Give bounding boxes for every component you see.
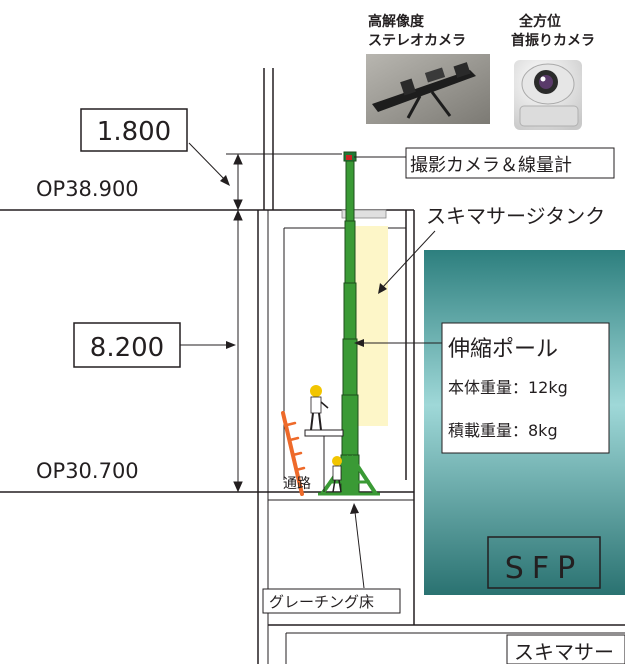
passage-label: 通路 <box>283 476 311 492</box>
grating-floor-box <box>262 588 401 614</box>
ptz-camera-label-2: 首振りカメラ <box>511 32 595 49</box>
orange-ladder <box>281 411 306 496</box>
sfp-label: SFP <box>505 551 583 586</box>
ptz-camera-label-1: 全方位 <box>518 13 561 30</box>
tank-top-flange <box>341 209 387 219</box>
dimension-top-box <box>80 108 188 152</box>
skimmer-tank-leader <box>381 230 436 289</box>
skimmer-tank-fill <box>352 226 388 426</box>
dimension-middle-value: 8.200 <box>90 333 164 363</box>
dimension-top-leader <box>188 142 229 184</box>
stereo-camera-label-1: 高解像度 <box>368 13 425 30</box>
dimension-middle-arrow <box>226 341 236 349</box>
skimmer-tank-label: スキマサージタンク <box>426 204 605 228</box>
grating-arrow <box>350 503 359 514</box>
dimension-lines <box>226 153 342 493</box>
dimension-top-arrow <box>220 175 230 186</box>
worker-upper <box>310 385 329 431</box>
pole-spec-title: 伸縮ポール <box>448 337 558 362</box>
skimmer-bottom-box <box>506 634 625 664</box>
dimension-middle-box <box>73 322 181 368</box>
telescopic-pole <box>340 151 360 494</box>
skimmer-tank-cone <box>352 380 388 426</box>
camera-meter-label: 撮影カメラ＆線量計 <box>410 155 572 176</box>
pole-body-weight: 本体重量：12kg <box>448 378 568 397</box>
pole-spec-box <box>441 322 610 454</box>
camera-meter-box <box>405 147 615 179</box>
elevation-lower: OP30.700 <box>36 459 139 483</box>
pole-spec-arrow <box>354 339 364 347</box>
work-platform <box>304 429 344 437</box>
pole-payload-weight: 積載重量：8kg <box>448 421 558 440</box>
sfp-label-box <box>487 536 601 589</box>
stereo-camera-label-2: ステレオカメラ <box>368 33 466 49</box>
skimmer-bottom-label: スキマサー <box>514 640 614 664</box>
dimension-top-value: 1.800 <box>97 117 171 147</box>
stereo-camera-photo <box>366 54 490 124</box>
elevation-upper: OP38.900 <box>36 177 139 201</box>
building-walls <box>0 68 625 664</box>
grating-floor-label: グレーチング床 <box>269 593 374 611</box>
dosimeter-marker <box>346 155 352 160</box>
skimmer-tank-arrow <box>378 283 387 294</box>
ptz-camera-photo <box>514 60 582 130</box>
grating-leader <box>354 511 365 589</box>
worker-lower <box>332 456 342 493</box>
